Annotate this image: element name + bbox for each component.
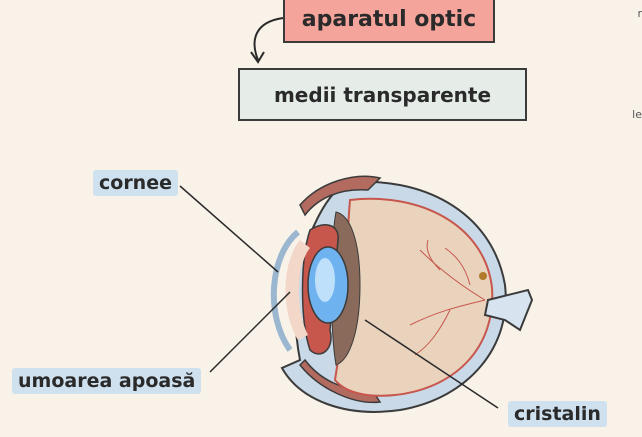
label-cristalin: cristalin xyxy=(508,401,607,427)
arrowhead-icon xyxy=(250,51,265,64)
aqueous-humor xyxy=(285,240,310,340)
edge-fragment-1: r xyxy=(637,7,642,20)
label-cornee: cornee xyxy=(93,170,178,196)
lens-highlight xyxy=(315,258,335,302)
upper-eyelid xyxy=(299,175,382,217)
subtitle-text: medii transparente xyxy=(273,82,492,107)
label-umoarea: umoarea apoasă xyxy=(12,368,202,394)
leader-cornee xyxy=(179,185,279,273)
arrow-icon xyxy=(253,17,284,61)
optic-disc xyxy=(479,272,487,280)
cornea xyxy=(270,229,301,352)
title-text: aparatul optic xyxy=(301,7,477,32)
edge-fragment-2: le xyxy=(632,108,642,121)
title-box: aparatul optic xyxy=(283,0,495,43)
subtitle-box: medii transparente xyxy=(238,68,527,121)
leader-umoarea xyxy=(209,291,291,373)
optic-nerve xyxy=(483,288,534,332)
retinal-vessels xyxy=(409,239,486,356)
leader-cristalin xyxy=(364,319,499,409)
